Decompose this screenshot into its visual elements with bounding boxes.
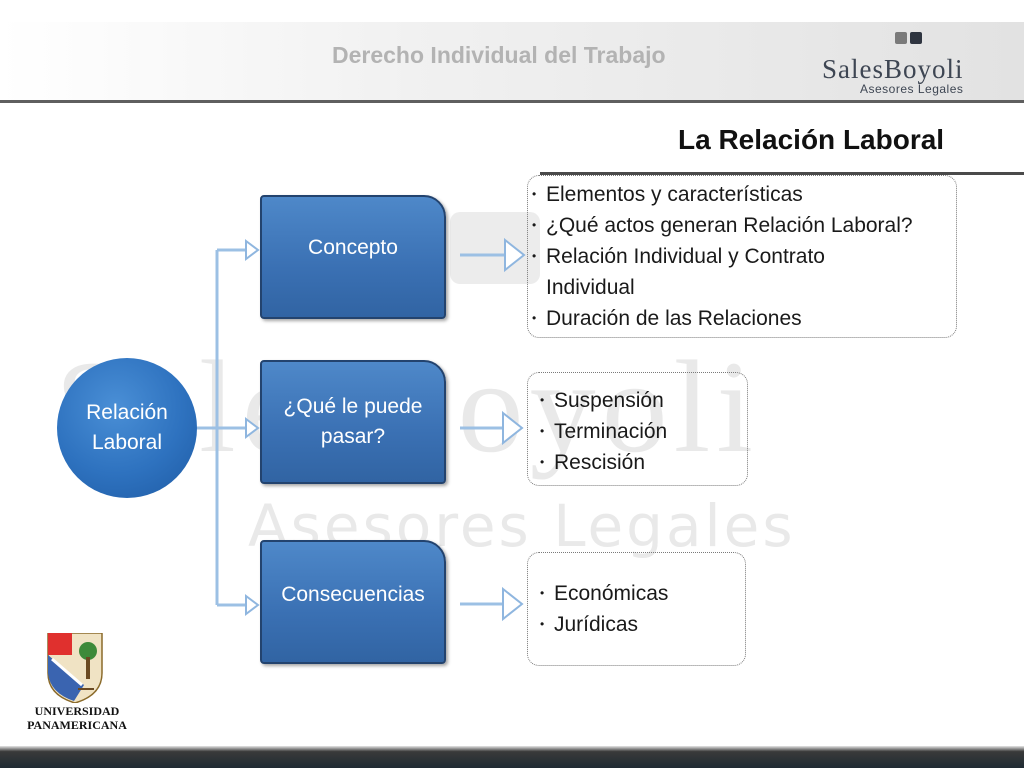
arrowhead-1 xyxy=(245,239,260,261)
que-le-puede-pasar-list: Suspensión Terminación Rescisión xyxy=(527,372,748,486)
brand-logo: SalesBoyoli xyxy=(822,54,964,85)
brand-name-part1: Sales xyxy=(822,54,884,84)
slide-title: La Relación Laboral xyxy=(678,124,945,155)
university-line1: UNIVERSIDAD xyxy=(34,704,120,718)
header-bar xyxy=(0,22,1024,102)
list-item: Suspensión xyxy=(540,385,667,416)
arrowhead-list-1 xyxy=(504,237,526,273)
consecuencias-list: Económicas Jurídicas xyxy=(527,552,746,666)
node-label: Consecuencias xyxy=(281,583,425,606)
course-title: Derecho Individual del Trabajo xyxy=(332,42,666,68)
list-item: Relación Individual y Contrato xyxy=(532,241,913,272)
list-item: ¿Qué actos generan Relación Laboral? xyxy=(532,210,913,241)
arrowhead-list-3 xyxy=(502,586,524,622)
title-underline xyxy=(540,172,1024,175)
node-label-line1: ¿Qué le puede xyxy=(283,395,423,418)
university-name: UNIVERSIDAD PANAMERICANA xyxy=(22,704,132,732)
list-item: Rescisión xyxy=(540,447,667,478)
node-que-le-puede-pasar: ¿Qué le puede pasar? xyxy=(260,360,446,484)
brand-name-part2: Boyoli xyxy=(884,54,964,84)
header-divider xyxy=(0,100,1024,103)
concepto-list: Elementos y características ¿Qué actos g… xyxy=(527,175,957,338)
node-label-line2: pasar? xyxy=(320,425,386,448)
list-item-continuation: Individual xyxy=(546,276,635,299)
arrowhead-list-2 xyxy=(502,410,524,446)
list-item: Económicas xyxy=(540,578,668,609)
brand-tagline: Asesores Legales xyxy=(860,82,964,96)
root-node: Relación Laboral xyxy=(57,358,197,498)
root-node-line1: Relación xyxy=(86,401,168,424)
list-item: Duración de las Relaciones xyxy=(532,303,913,334)
brand-squares-icon xyxy=(895,31,925,49)
node-consecuencias: Consecuencias xyxy=(260,540,446,664)
arrowhead-3 xyxy=(245,594,260,616)
root-node-line2: Laboral xyxy=(91,431,163,454)
university-shield-icon xyxy=(47,633,103,703)
university-line2: PANAMERICANA xyxy=(27,718,127,732)
footer-bar xyxy=(0,746,1024,768)
watermark-shape xyxy=(450,212,540,284)
arrowhead-2 xyxy=(245,417,260,439)
list-item: Jurídicas xyxy=(540,609,668,640)
node-label: Concepto xyxy=(308,236,398,259)
node-concepto: Concepto xyxy=(260,195,446,319)
list-item: Terminación xyxy=(540,416,667,447)
list-item: Elementos y características xyxy=(532,179,913,210)
